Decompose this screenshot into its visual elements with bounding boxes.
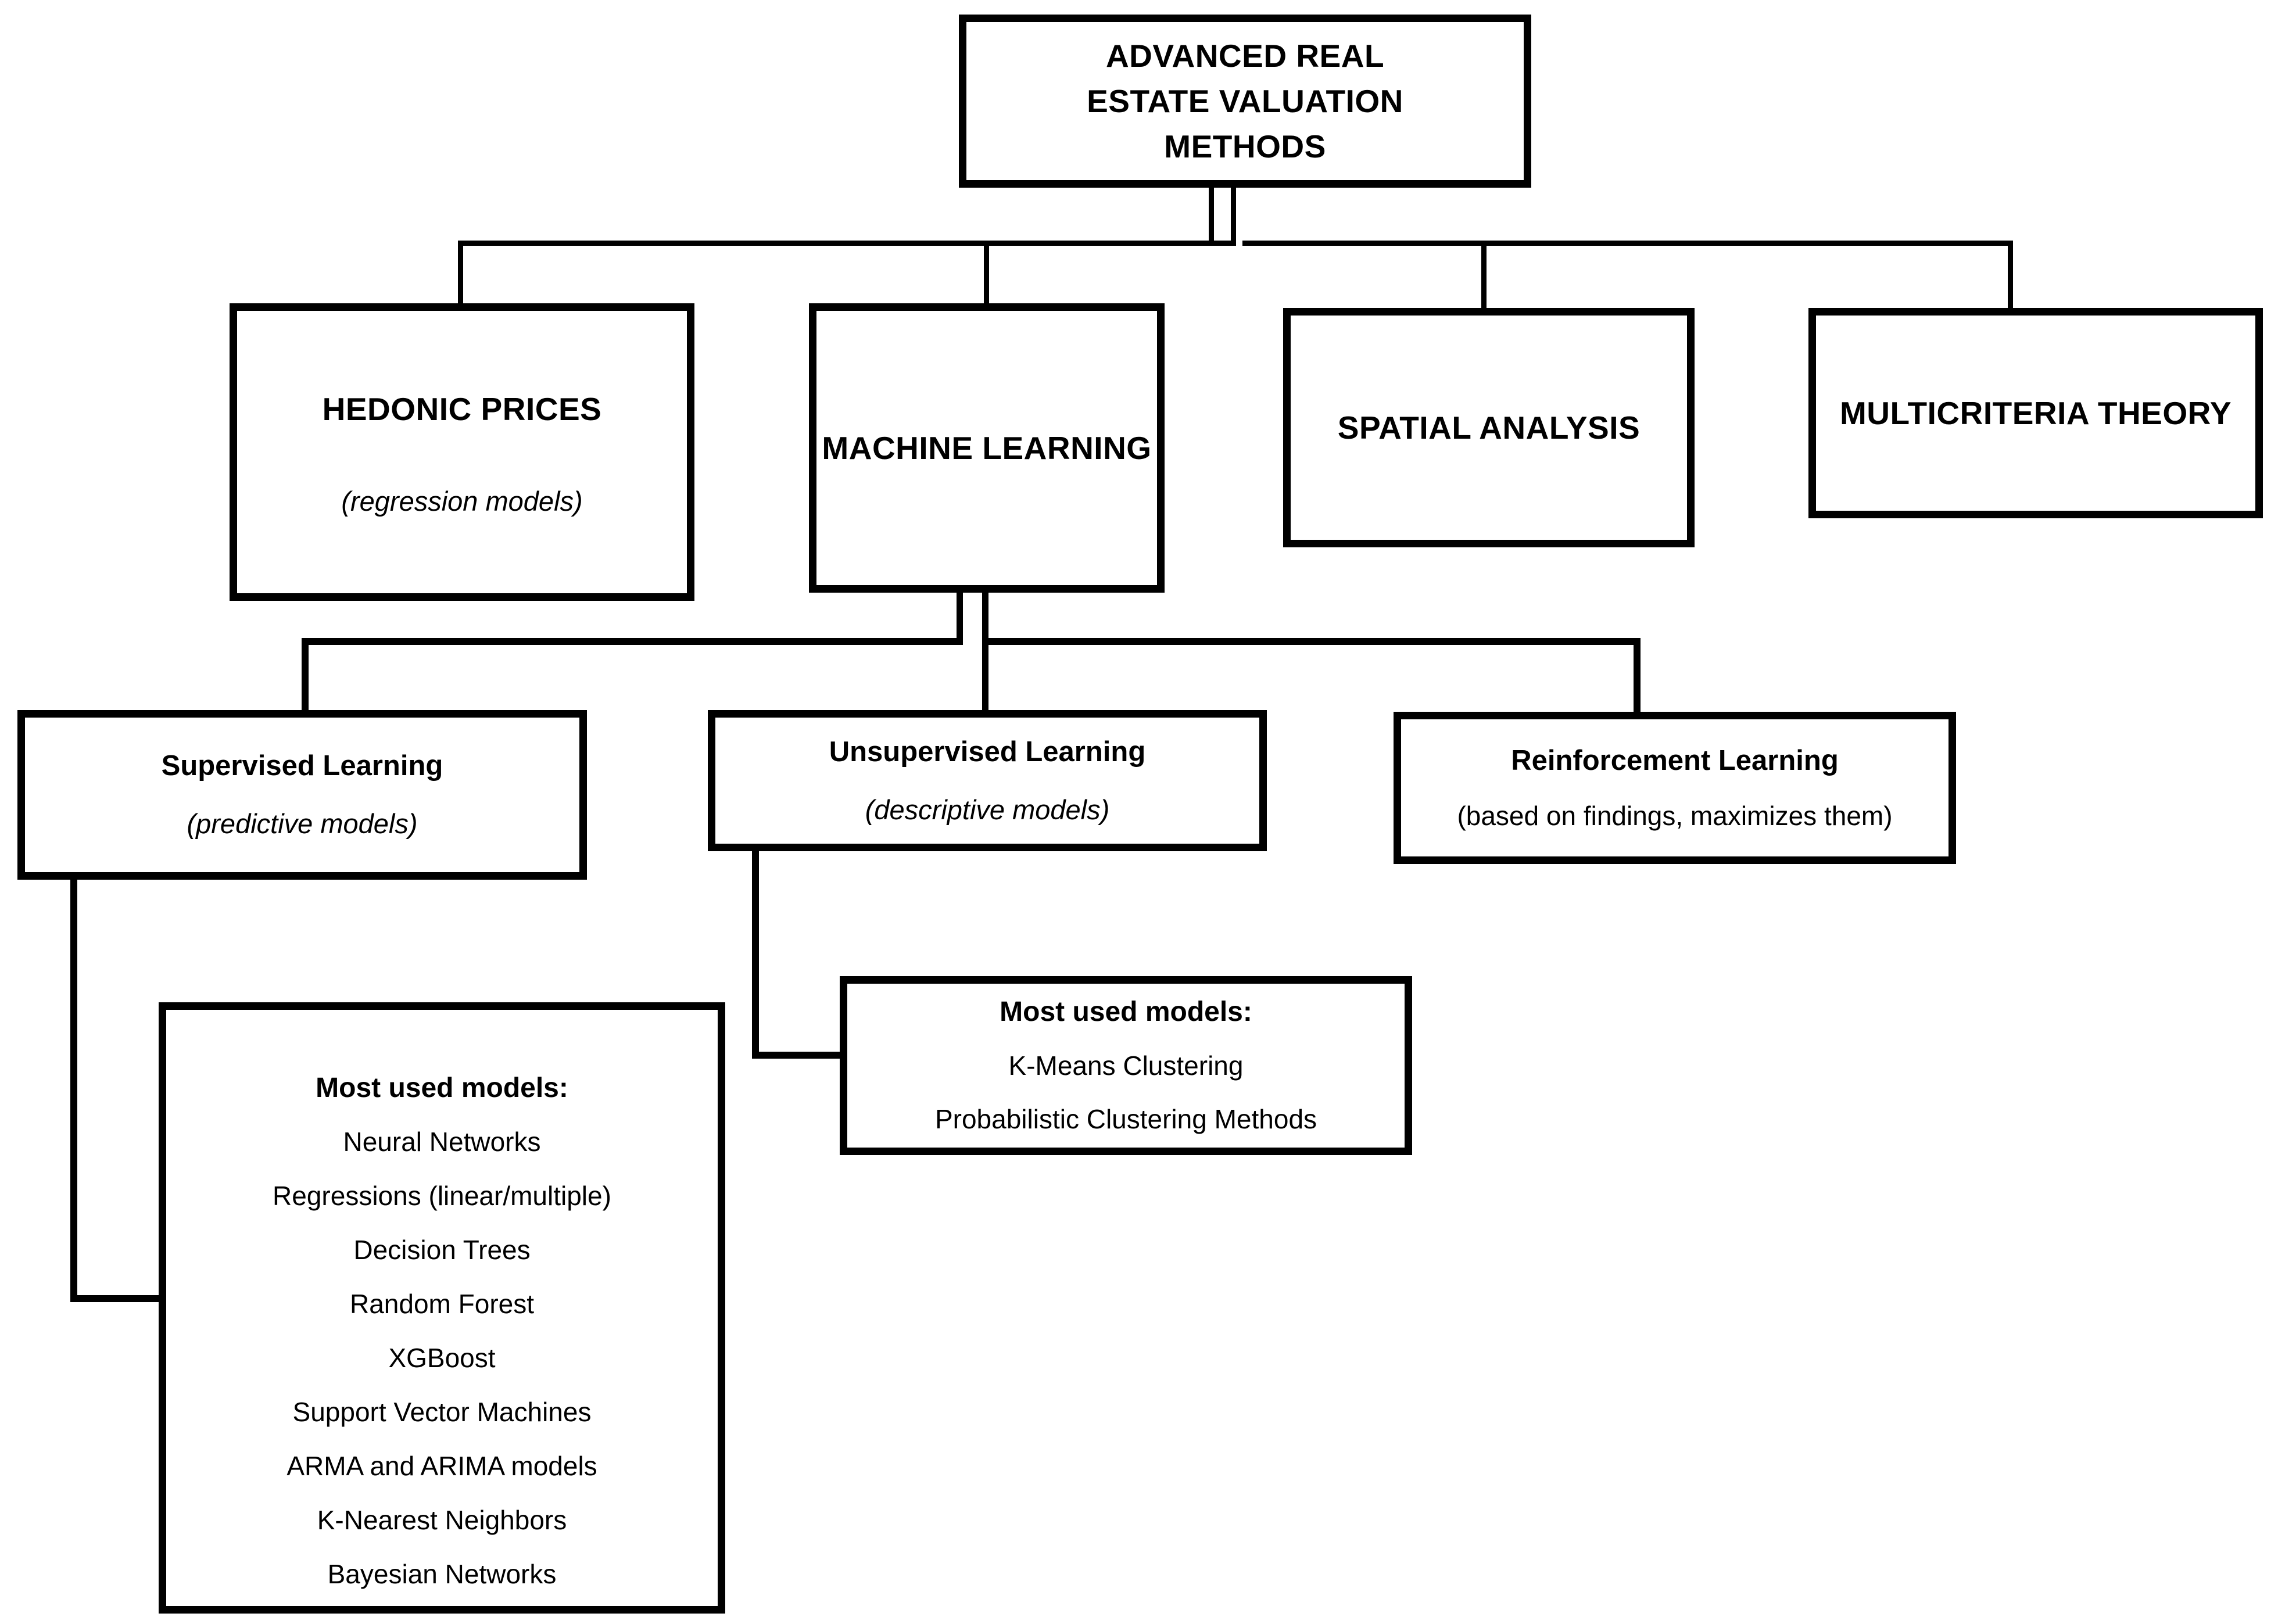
model-list-item: Bayesian Networks	[327, 1559, 557, 1589]
node-title: Unsupervised Learning	[829, 736, 1146, 768]
node-title: MACHINE LEARNING	[822, 429, 1152, 466]
models-heading: Most used models:	[316, 1073, 568, 1103]
node-spatial-analysis: SPATIAL ANALYSIS	[1283, 308, 1695, 547]
connector-drop-hedonic-prices	[458, 241, 463, 303]
connector-ml-trunk-double-line-right	[982, 593, 988, 710]
node-title: MULTICRITERIA THEORY	[1839, 395, 2232, 431]
models-heading: Most used models:	[1000, 996, 1252, 1027]
connector-root-trunk-double-line-right	[1231, 186, 1236, 246]
node-machine-learning: MACHINE LEARNING	[809, 303, 1165, 593]
node-title: ADVANCED REAL ESTATE VALUATION METHODS	[1087, 37, 1403, 165]
model-list-item: Support Vector Machines	[292, 1397, 592, 1427]
node-supervised-learning: Supervised Learning (predictive models)	[17, 710, 587, 880]
model-list-item: XGBoost	[388, 1343, 496, 1373]
node-unsupervised-learning: Unsupervised Learning (descriptive model…	[708, 710, 1267, 851]
node-hedonic-prices: HEDONIC PRICES (regression models)	[230, 303, 694, 601]
model-list-item: Probabilistic Clustering Methods	[934, 1104, 1317, 1134]
connector-ml-trunk-double-line-left	[957, 593, 963, 645]
model-list-item: Random Forest	[349, 1289, 534, 1319]
connector-drop-reinforcement-learning	[1634, 638, 1641, 712]
connector-drop-spatial-analysis	[1481, 241, 1487, 308]
node-advanced-real-estate-valuation-methods: ADVANCED REAL ESTATE VALUATION METHODS	[959, 15, 1531, 188]
node-title: Supervised Learning	[161, 750, 443, 782]
model-list-item: Decision Trees	[353, 1235, 531, 1265]
model-list-item: Regressions (linear/multiple)	[273, 1181, 611, 1211]
connector-root-trunk-double-line-left	[1209, 186, 1214, 246]
node-multicriteria-theory: MULTICRITERIA THEORY	[1808, 308, 2263, 518]
connector-drop-machine-learning	[984, 241, 989, 303]
node-reinforcement-learning: Reinforcement Learning (based on finding…	[1394, 712, 1956, 864]
node-title: HEDONIC PRICES	[322, 390, 602, 427]
node-subtitle: (based on findings, maximizes them)	[1457, 800, 1893, 831]
connector-level3-rail-right	[988, 638, 1641, 645]
connector-unsupervised-to-models-horizontal	[752, 1052, 840, 1059]
connector-level3-rail-left	[302, 638, 957, 645]
connector-drop-supervised-learning	[302, 638, 309, 710]
model-list-item: K-Means Clustering	[1008, 1051, 1244, 1081]
node-title: SPATIAL ANALYSIS	[1337, 409, 1641, 446]
connector-supervised-to-models-horizontal	[70, 1295, 159, 1302]
model-list-item: K-Nearest Neighbors	[317, 1505, 567, 1535]
connector-unsupervised-to-models-vertical	[752, 851, 759, 1059]
connector-level2-rail-left	[458, 241, 1236, 246]
model-list-item: Neural Networks	[343, 1127, 541, 1157]
connector-drop-multicriteria-theory	[2008, 241, 2013, 308]
connector-supervised-to-models-vertical	[70, 880, 77, 1302]
connector-level2-rail-right	[1242, 241, 2013, 246]
node-subtitle: (regression models)	[341, 485, 583, 517]
node-title: Reinforcement Learning	[1511, 745, 1839, 776]
model-list-item: ARMA and ARIMA models	[286, 1451, 597, 1481]
node-subtitle: (descriptive models)	[865, 794, 1110, 825]
node-subtitle: (predictive models)	[187, 808, 418, 840]
